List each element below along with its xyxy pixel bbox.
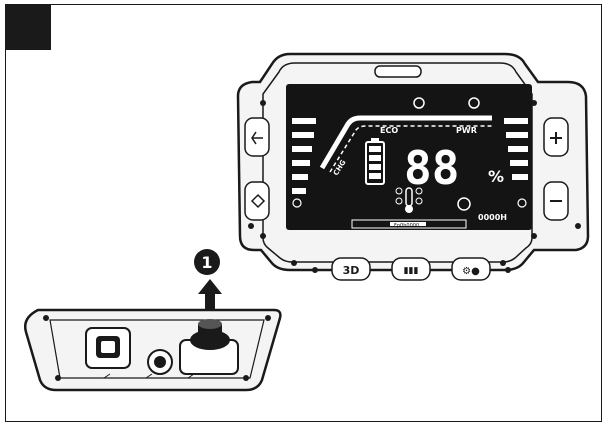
step-corner-marker [5, 4, 51, 50]
left-side-buttons[interactable] [244, 117, 270, 221]
battery-percent-unit: % [488, 167, 504, 186]
parking-icon [457, 197, 471, 211]
indicator-icon [468, 97, 480, 109]
light-button-label: 3D [343, 264, 360, 277]
lcd-screen [286, 84, 532, 230]
mode-button[interactable] [391, 257, 431, 281]
pull-up-arrow-icon [198, 279, 222, 318]
mode-pwr-label: PWR [456, 126, 477, 135]
battery-icon [365, 138, 385, 185]
mode-eco-label: ECO [380, 126, 398, 135]
mode-button-label: ▮▮▮ [404, 266, 419, 276]
step-callout [194, 249, 220, 275]
power-arc [319, 115, 492, 170]
bottom-center-label: Fp0h0000 [394, 223, 419, 229]
left-level-bars [292, 118, 316, 194]
temperature-icon [395, 187, 423, 213]
bottom-button-row [312, 257, 511, 281]
settings-button[interactable] [451, 257, 491, 281]
gear-icon [292, 198, 302, 208]
step-number: 1 [201, 253, 212, 272]
odometer-readout: 0000H [478, 213, 507, 222]
connector-panel [24, 308, 282, 392]
light-button[interactable] [331, 257, 371, 281]
right-side-buttons[interactable] [543, 117, 569, 221]
warning-icon [413, 97, 425, 109]
battery-percent-readout: 88 [404, 141, 459, 195]
brake-icon [517, 198, 527, 208]
settings-button-label: ⚙● [462, 266, 480, 277]
right-level-bars [504, 118, 528, 180]
